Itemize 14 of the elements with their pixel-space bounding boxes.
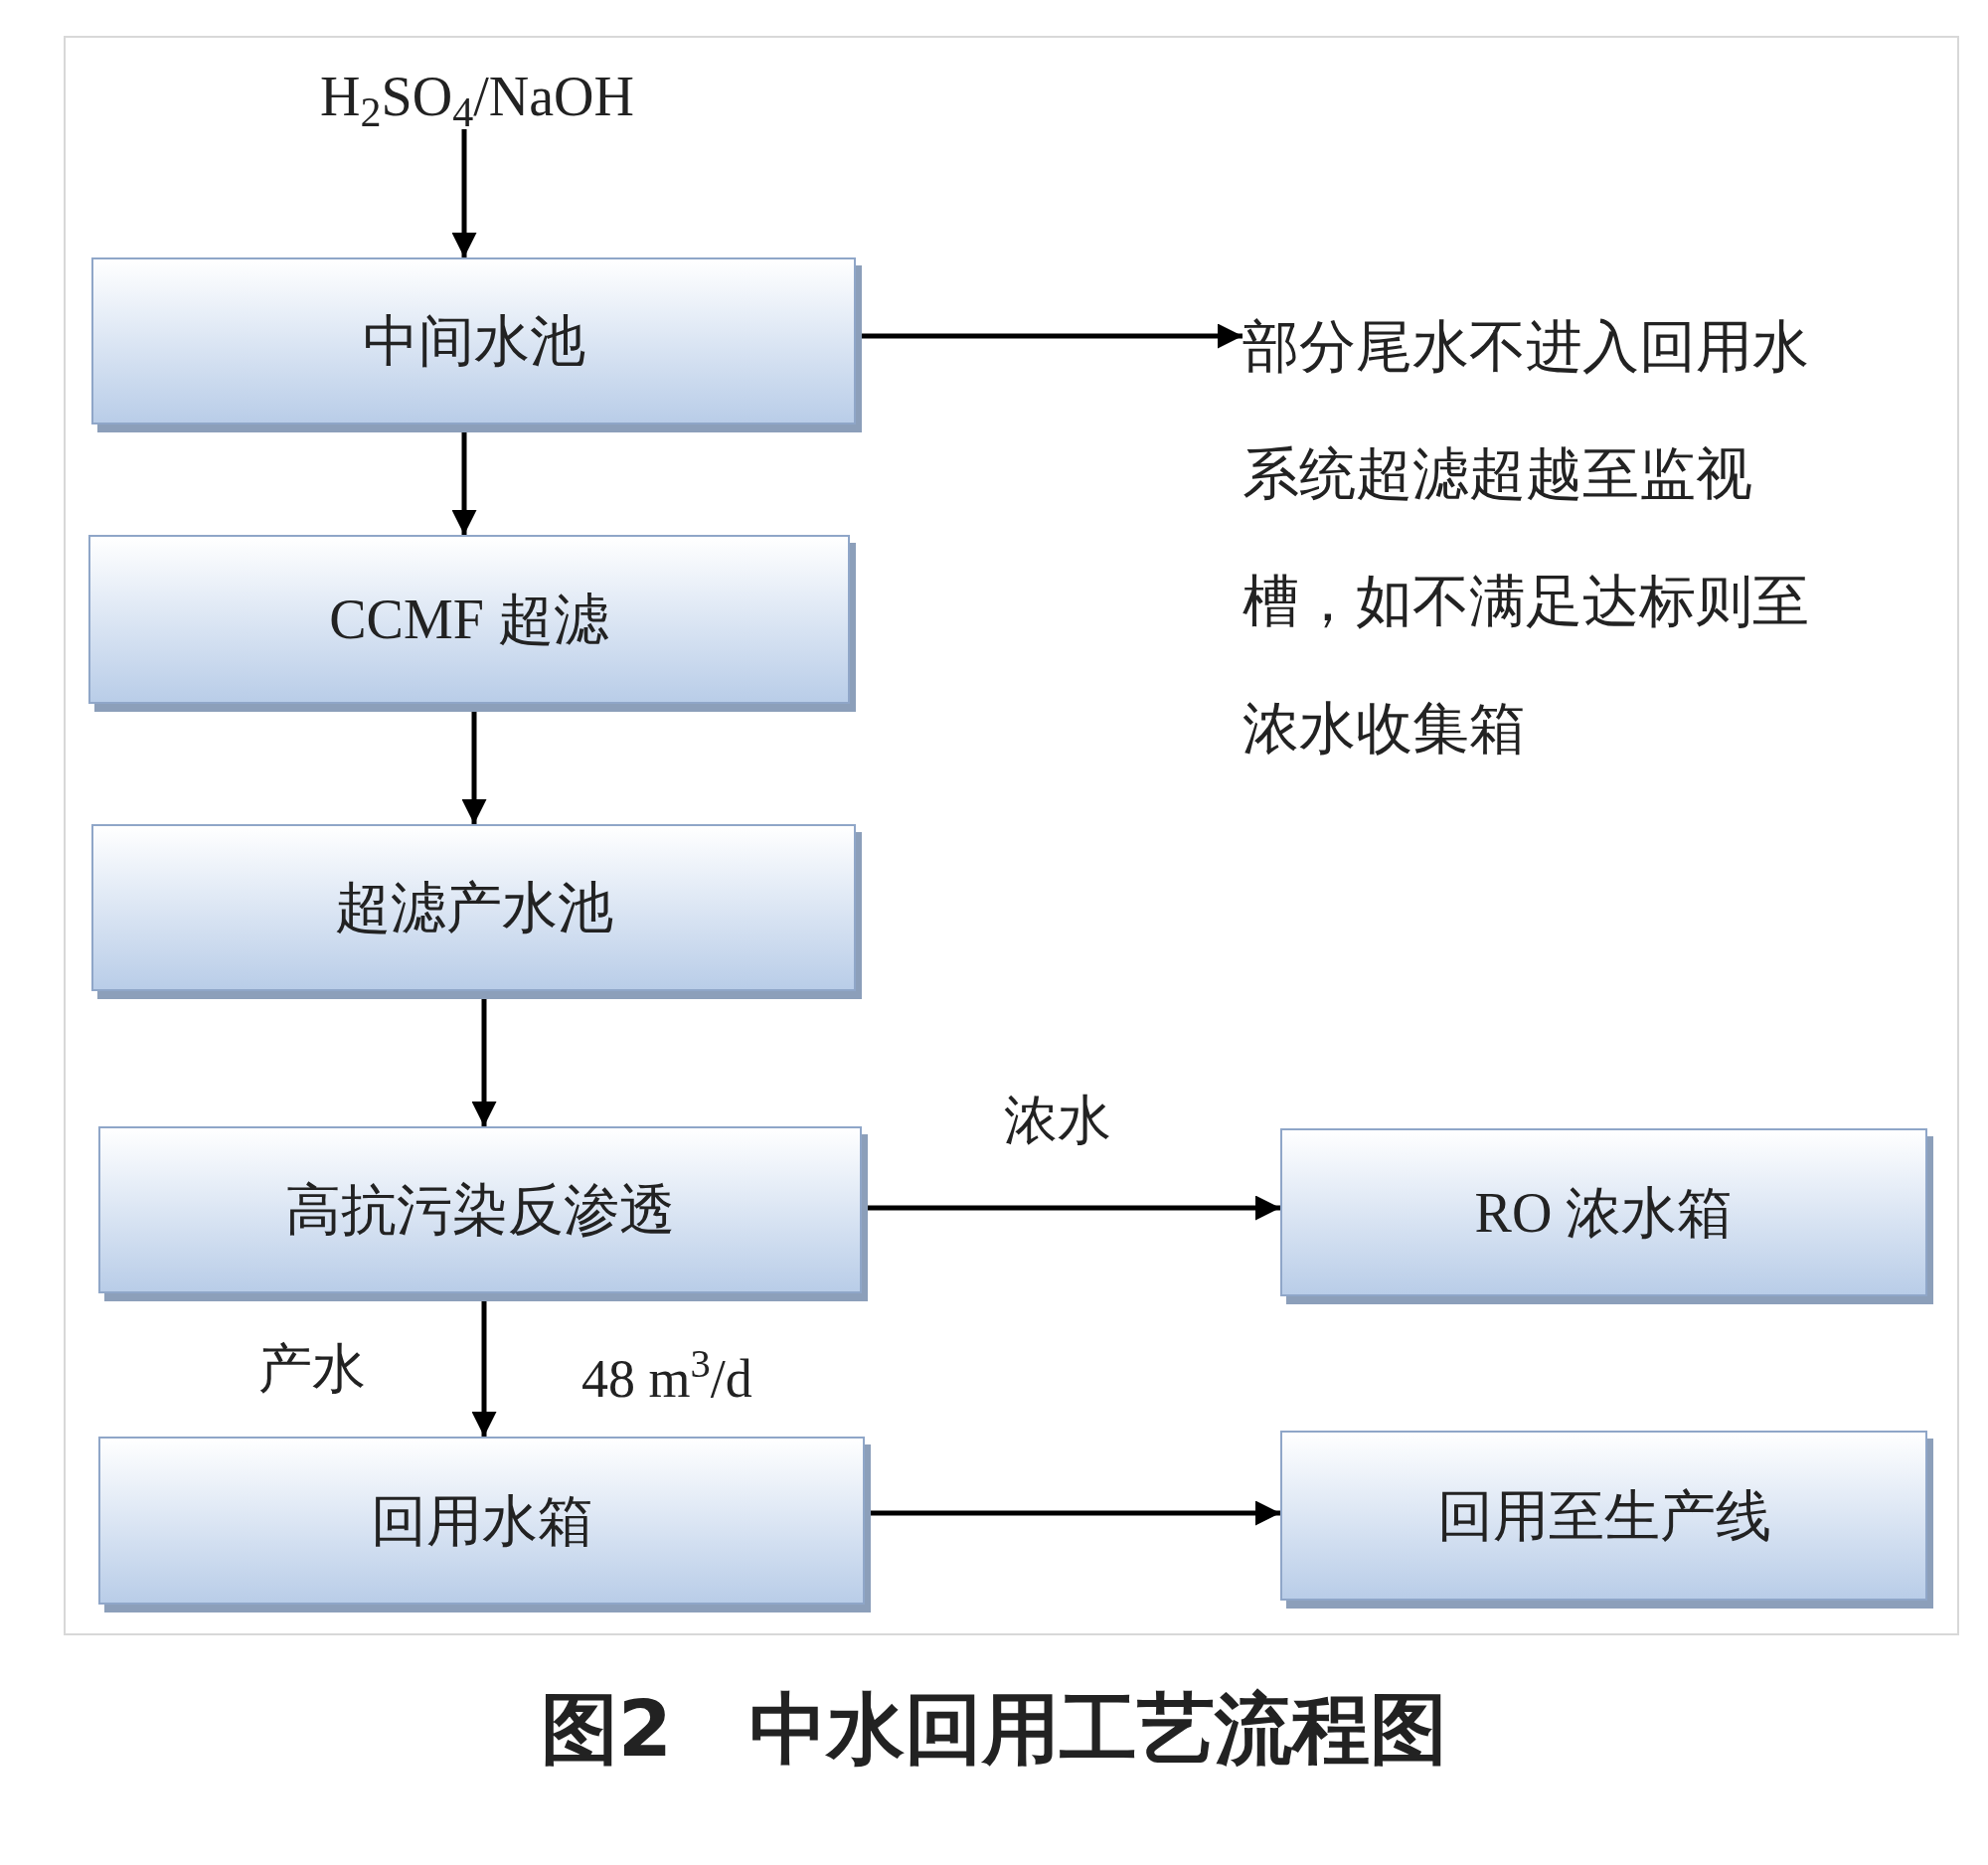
arrow <box>451 129 477 257</box>
box-label: 超滤产水池 <box>334 876 613 940</box>
box-label: 中间水池 <box>362 309 585 374</box>
box-label: RO 浓水箱 <box>1474 1180 1734 1246</box>
edge-label: 产水 <box>258 1342 366 1396</box>
chemical-label: H$_{2}$SO$_{4}$/NaOH <box>320 65 634 137</box>
figure-caption: 图2 中水回用工艺流程图 <box>539 1690 1449 1768</box>
note-text: 部分尾水不进入回用水系统超滤超越至监视槽，如不满足达标则至浓水收集箱 <box>1242 314 1810 762</box>
box-label: 回用至生产线 <box>1436 1483 1771 1549</box>
edge-label: 浓水 <box>1004 1094 1111 1147</box>
box-label: 回用水箱 <box>370 1488 593 1554</box>
box-label: 高抗污染反渗透 <box>285 1178 675 1243</box>
box-label: CCMF 超滤 <box>329 588 609 652</box>
flow-rate-label: 48 m$^{3}$/d <box>581 1352 752 1406</box>
